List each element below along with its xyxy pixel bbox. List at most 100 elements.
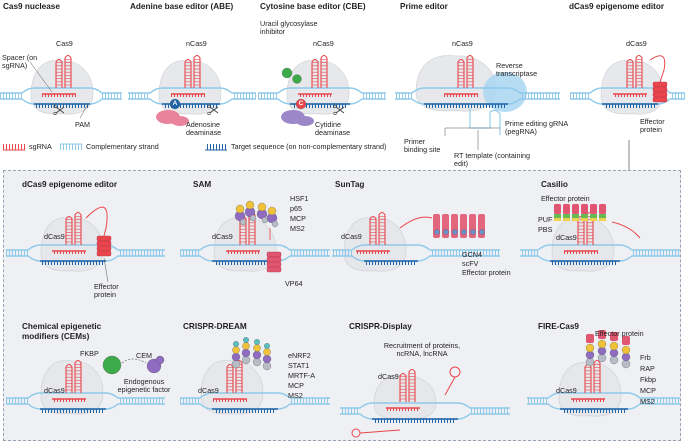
suntag-effector: Effector protein	[462, 268, 511, 277]
bottom-effector-label: Effector protein	[94, 282, 119, 300]
casilio-effector	[599, 204, 606, 214]
dna-top-strand	[180, 244, 330, 251]
dream-mcp: MCP	[288, 381, 304, 390]
pegrna-label: Prime editing gRNA (pegRNA)	[505, 119, 568, 137]
puf-icon	[581, 214, 588, 218]
casilio-effector	[581, 204, 588, 214]
target-rungs	[366, 261, 416, 265]
cytidine-deaminase-label: Cytidine deaminase	[315, 120, 351, 138]
target-rungs	[552, 261, 618, 265]
sam-title: SAM	[193, 180, 212, 189]
cas9-protein	[373, 375, 437, 420]
mcp-icon	[241, 355, 251, 365]
reverse-transcriptase-label: Reverse transcriptase	[496, 61, 538, 79]
dna-rungs-left	[6, 398, 28, 404]
scissors-icon	[335, 106, 345, 114]
dna-rungs-right	[520, 93, 560, 99]
suntag-gcn4: GCN4	[462, 250, 482, 259]
dream-stat1: STAT1	[288, 361, 310, 370]
linker	[649, 55, 666, 83]
dna-rungs-right	[470, 408, 510, 414]
fire-effector: Effector protein	[595, 329, 644, 338]
sgrna-spacer-pairs	[52, 399, 86, 402]
suntag-unit	[332, 211, 500, 272]
effector-protein	[266, 256, 282, 263]
dna-top-strand	[6, 244, 165, 251]
sgrna-spacer-pairs	[571, 399, 605, 402]
legend-target: Target sequence (on non-complementary st…	[231, 142, 387, 151]
casilio-title: Casilio	[541, 180, 568, 189]
dna-top-strand	[258, 87, 386, 94]
mrtfa-icon	[233, 341, 239, 347]
stat1-icon	[231, 352, 241, 362]
cbe-unit	[258, 54, 386, 126]
casilio-effector	[572, 204, 579, 214]
stat1-icon	[241, 348, 251, 358]
hsf1-icon	[267, 206, 277, 216]
puf-icon	[554, 214, 561, 218]
fkbp-icon	[102, 355, 122, 375]
dna-rungs-right	[290, 250, 330, 256]
sam-p65: p65	[290, 204, 302, 213]
sam-dcas9-label: dCas9	[212, 232, 233, 241]
sgrna-hairpin	[466, 54, 474, 88]
mcp-icon	[231, 359, 241, 369]
dna-rungs-left	[340, 408, 360, 414]
dna-rungs-left	[332, 250, 352, 256]
puf-icon	[599, 214, 606, 218]
prime-editor-unit	[395, 54, 560, 150]
sgrna-spacer-pairs	[42, 94, 76, 97]
sgrna-spacer-pairs	[386, 408, 420, 411]
gcn4-icon	[479, 229, 485, 235]
linker	[399, 216, 433, 229]
mcp-icon	[621, 359, 631, 369]
gcn4-icon	[452, 229, 458, 235]
dna-rungs-right	[118, 250, 165, 256]
frb-icon	[585, 343, 595, 353]
target-rungs	[604, 104, 656, 108]
dream-dcas9-label: dCas9	[198, 386, 219, 395]
fire-frb: Frb	[640, 353, 651, 362]
mcp-icon	[585, 357, 595, 367]
pegrna-extension	[469, 108, 501, 135]
dna-top-strand	[332, 244, 500, 251]
sgrna-hairpin	[626, 58, 634, 88]
legend-complementary: Complementary strand	[86, 142, 159, 151]
mrtfa-icon	[254, 339, 260, 345]
fire-effector	[622, 336, 630, 345]
puf-icon	[563, 214, 570, 218]
pbs-icon	[599, 218, 606, 221]
sam-mcp: MCP	[290, 214, 306, 223]
effector-protein	[96, 235, 112, 242]
dna-rungs-left	[180, 398, 200, 404]
adenine-base-badge	[169, 98, 181, 110]
gcn4-icon	[470, 229, 476, 235]
fire-rap: RAP	[640, 364, 655, 373]
sgrna-hairpin	[635, 54, 643, 88]
casilio-effector	[563, 204, 570, 214]
sgrna-hairpin	[55, 58, 63, 88]
casilio-unit	[520, 204, 680, 272]
dna-rungs-right	[362, 93, 386, 99]
display-title: CRISPR-Display	[349, 322, 412, 331]
primer-binding-site-label: Primer binding site	[404, 137, 441, 155]
top-effector-label: Effector protein	[640, 117, 665, 135]
pbs-icon	[572, 218, 579, 221]
casilio-puf: PUF	[538, 215, 553, 224]
cas9-nuclease-unit	[0, 54, 122, 119]
stat1-icon	[252, 350, 262, 360]
mrtfa-icon	[243, 337, 249, 343]
bottom-dcas9-title: dCas9 epigenome editor	[22, 180, 118, 189]
cas9-protein	[213, 217, 277, 272]
dream-enrf2: eNRF2	[288, 351, 311, 360]
sgrna-hairpin	[320, 54, 328, 88]
dream-ms2: MS2	[288, 391, 303, 400]
dna-rungs-right	[670, 93, 685, 99]
enrf2-icon	[232, 346, 240, 354]
dna-rungs-left	[527, 398, 548, 404]
abe-ncas9-label: nCas9	[186, 39, 207, 48]
abe-title: Adenine base editor (ABE)	[130, 2, 234, 11]
fire-effector	[586, 334, 594, 343]
ugi-label: Uracil glycosylase inhibitor	[260, 19, 318, 37]
dna-rungs-right	[290, 398, 330, 404]
